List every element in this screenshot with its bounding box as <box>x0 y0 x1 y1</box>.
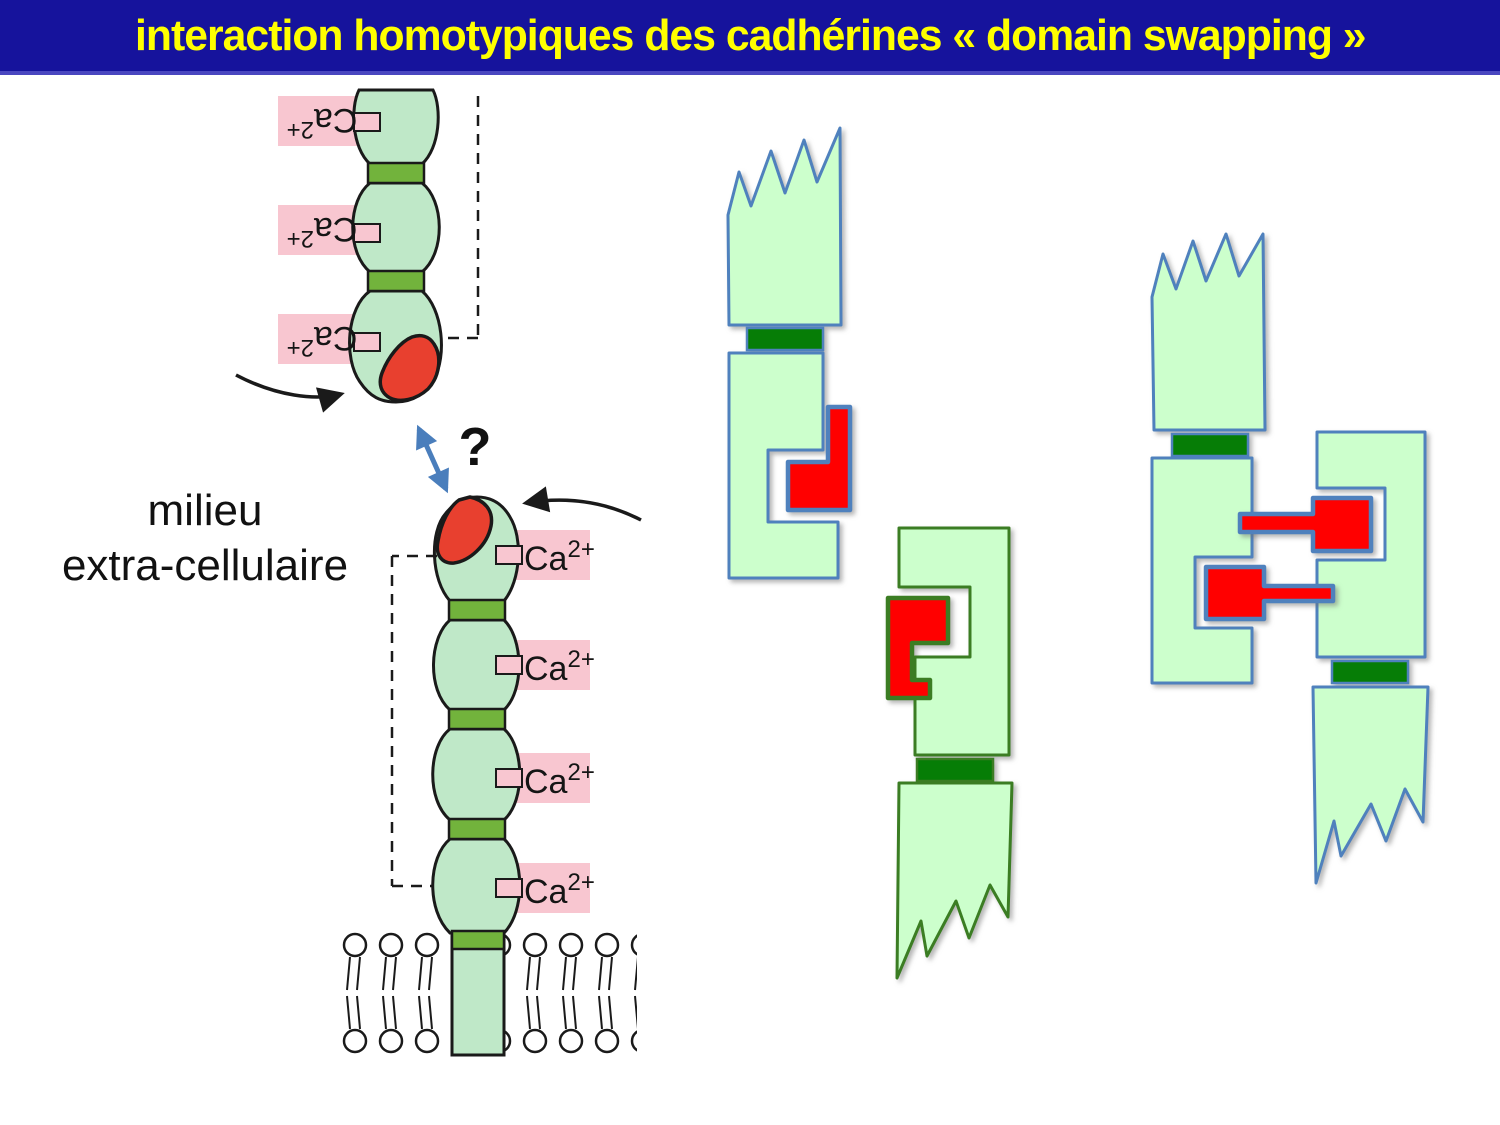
calcium-notch <box>353 332 381 352</box>
calcium-notch <box>495 878 523 898</box>
calcium-box <box>515 530 590 580</box>
calcium-box <box>515 753 590 803</box>
calcium-label: Ca2+ <box>287 210 358 252</box>
milieu-label-line2: extra-cellulaire <box>62 541 348 590</box>
membrane-proximal-region <box>1150 232 1267 432</box>
transmembrane-stalk <box>450 929 506 1057</box>
linker-band <box>366 269 426 293</box>
cadherin-domain-bead <box>352 88 440 166</box>
linker-segment <box>1170 432 1250 458</box>
milieu-label-line1: milieu <box>148 486 263 535</box>
membrane-proximal-region <box>1311 685 1430 885</box>
adhesion-tip <box>435 495 494 565</box>
calcium-notch <box>495 655 523 675</box>
calcium-box <box>515 863 590 913</box>
ec1-domain-with-pocket <box>727 351 840 580</box>
title-bar: interaction homotypiques des cadhérines … <box>0 0 1500 75</box>
calcium-label: Ca2+ <box>524 759 595 801</box>
calcium-notch <box>495 545 523 565</box>
calcium-label: Ca2+ <box>524 536 595 578</box>
swapped-strand-right-into-left <box>1203 564 1336 622</box>
schematic-monomer-bottom <box>885 526 1014 980</box>
linker-band <box>447 598 507 622</box>
schematic-monomer-top <box>726 126 853 580</box>
calcium-label: Ca2+ <box>524 646 595 688</box>
adhesion-tip <box>378 333 441 402</box>
linker-segment <box>1330 659 1410 685</box>
membrane-proximal-region <box>726 126 843 327</box>
tip-arrow <box>522 486 642 522</box>
calcium-label: Ca2+ <box>524 869 595 911</box>
calcium-label: Ca2+ <box>287 101 358 143</box>
schematic-dimer-right-monomer <box>1311 430 1430 885</box>
schematic-dimer-left-monomer <box>1150 232 1267 685</box>
calcium-notch <box>495 768 523 788</box>
swapped-domains <box>1203 495 1374 622</box>
self-inserted-strand-domain <box>785 404 853 513</box>
linker-segment <box>915 757 995 783</box>
self-inserted-strand-domain <box>885 595 951 701</box>
ec1-domain-with-pocket <box>1150 456 1254 685</box>
page-title: interaction homotypiques des cadhérines … <box>134 10 1367 60</box>
membrane-proximal-region <box>895 781 1014 980</box>
calcium-notch <box>353 223 381 243</box>
calcium-notch <box>353 112 381 132</box>
linker-band <box>447 817 507 841</box>
linker-band <box>447 707 507 731</box>
calcium-box <box>515 640 590 690</box>
scanned-cadherin-figure: Ca2+ Ca2+ Ca2+ ? milieu extra-cellulaire <box>62 88 642 1058</box>
calcium-box <box>278 96 366 146</box>
linker-band <box>366 161 426 185</box>
ec1-domain-with-pocket <box>1315 430 1427 659</box>
calcium-label: Ca2+ <box>287 319 358 361</box>
interaction-double-arrow <box>416 424 449 494</box>
upper-cadherin-molecule: Ca2+ Ca2+ Ca2+ <box>235 88 480 413</box>
swapped-strand-left-into-right <box>1237 495 1374 554</box>
question-mark: ? <box>459 417 492 477</box>
linker-segment <box>745 326 825 352</box>
tip-arrow <box>235 373 345 413</box>
lower-cadherin-molecule: Ca2+ Ca2+ Ca2+ Ca2+ <box>390 486 642 1057</box>
linker-band <box>450 929 506 951</box>
